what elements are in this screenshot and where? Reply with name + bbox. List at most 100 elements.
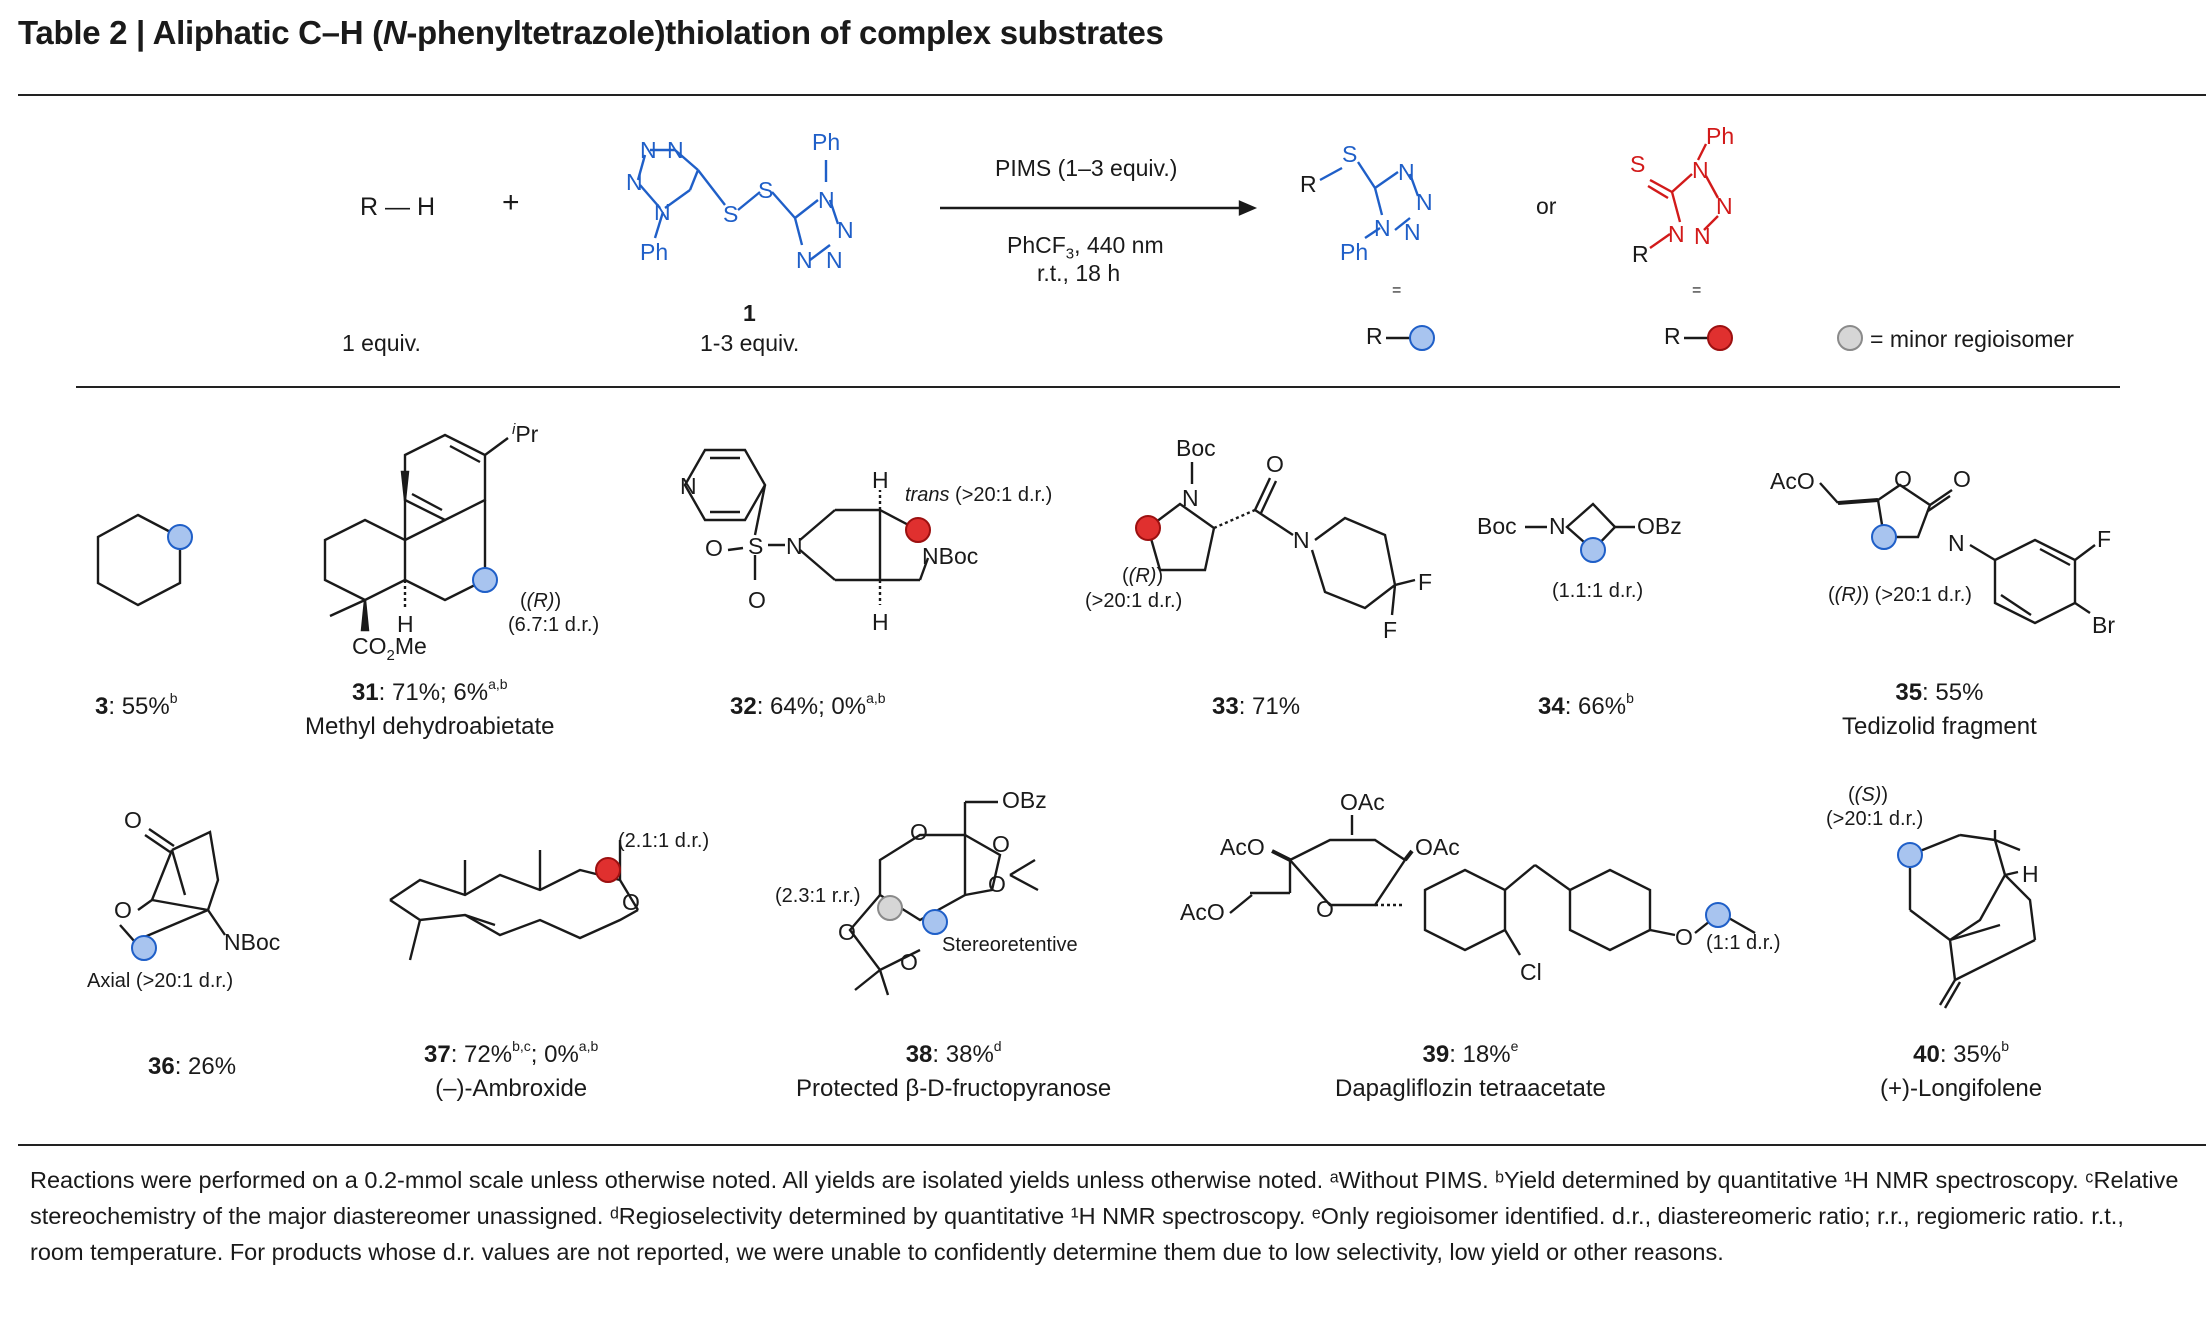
structure-31: iPr H CO2Me: [323, 421, 539, 664]
svg-text:O: O: [992, 831, 1010, 857]
annotation-40-s: ((S)): [1848, 784, 1889, 806]
annotation-32: trans (>20:1 d.r.): [905, 484, 1053, 506]
r-blue-dot-legend: R: [1366, 323, 1435, 351]
svg-text:R: R: [1664, 323, 1681, 349]
svg-text:R: R: [1366, 323, 1383, 349]
condition-solvent: PhCF3, 440 nm: [1007, 232, 1164, 263]
svg-text:OBz: OBz: [1002, 787, 1047, 813]
product-thioether-structure: R S N N N N Ph: [1300, 141, 1433, 265]
svg-text:N: N: [667, 137, 684, 163]
equals-mark-blue: =: [1392, 282, 1402, 299]
svg-text:O: O: [124, 807, 142, 833]
svg-text:OBz: OBz: [1637, 513, 1682, 539]
svg-text:S: S: [723, 201, 738, 227]
entry-35-name: Tedizolid fragment: [1842, 713, 2037, 740]
svg-text:N: N: [1668, 221, 1685, 247]
svg-text:N: N: [1182, 485, 1199, 511]
entry-33-caption: 33: 71%: [1212, 693, 1301, 720]
svg-text:O: O: [988, 871, 1006, 897]
svg-text:O: O: [1894, 466, 1912, 492]
svg-text:R: R: [1632, 241, 1649, 267]
svg-text:O: O: [1675, 924, 1693, 950]
entry-32-caption: 32: 64%; 0%a,b: [730, 690, 886, 720]
structure-38: OBz O O O O O: [838, 787, 1047, 996]
svg-text:Br: Br: [2092, 612, 2115, 638]
svg-text:N: N: [826, 247, 843, 273]
svg-text:N: N: [1692, 157, 1709, 183]
plus-sign: +: [502, 186, 520, 219]
annotation-36: Axial (>20:1 d.r.): [87, 970, 234, 992]
svg-text:N: N: [1398, 159, 1415, 185]
svg-text:R: R: [1300, 171, 1317, 197]
svg-text:O: O: [705, 535, 723, 561]
svg-text:N: N: [1404, 219, 1421, 245]
annotation-34: (1.1:1 d.r.): [1552, 580, 1644, 602]
svg-text:AcO: AcO: [1220, 834, 1265, 860]
svg-text:Cl: Cl: [1520, 959, 1542, 985]
svg-text:Boc: Boc: [1176, 435, 1216, 461]
entry-36-caption: 36: 26%: [148, 1053, 237, 1080]
svg-text:N: N: [837, 217, 854, 243]
svg-text:S: S: [1630, 151, 1645, 177]
structure-35: AcO O O N F Br: [1770, 466, 2115, 638]
entry-37-name: (–)-Ambroxide: [435, 1075, 588, 1102]
annotation-38-stereo: Stereoretentive: [942, 934, 1078, 956]
annotation-37: (2.1:1 d.r.): [618, 830, 710, 852]
entry-40-caption: 40: 35%b(+)-Longifolene: [1880, 1038, 2043, 1102]
entry-38-name: Protected β-D-fructopyranose: [796, 1075, 1112, 1102]
annotation-33-r: ((R)): [1122, 565, 1164, 587]
annotation-38-rr: (2.3:1 r.r.): [775, 885, 861, 907]
svg-text:N: N: [1549, 513, 1566, 539]
table-footnote: Reactions were performed on a 0.2-mmol s…: [30, 1167, 2179, 1265]
product-thione-structure: S N Ph N N N R: [1630, 123, 1734, 267]
svg-text:AcO: AcO: [1180, 899, 1225, 925]
svg-text:F: F: [2097, 526, 2111, 552]
svg-text:S: S: [758, 177, 773, 203]
svg-text:O: O: [1316, 896, 1334, 922]
svg-text:N: N: [626, 169, 643, 195]
svg-text:O: O: [1266, 451, 1284, 477]
svg-text:O: O: [900, 949, 918, 975]
svg-text:Ph: Ph: [1706, 123, 1734, 149]
annotation-31-r: ((R)): [520, 590, 562, 612]
svg-text:OAc: OAc: [1340, 789, 1385, 815]
ipr-label: iPr: [512, 421, 539, 447]
svg-text:O: O: [622, 889, 640, 915]
svg-text:O: O: [1953, 466, 1971, 492]
scheme-rule: [76, 386, 2120, 388]
entry-31-name: Methyl dehydroabietate: [305, 713, 555, 740]
or-label: or: [1536, 193, 1557, 219]
tetrazole-n-label: N: [640, 137, 657, 163]
structure-39: OAc AcO OAc O AcO Cl O: [1180, 789, 1756, 985]
annotation-39: (1:1 d.r.): [1706, 932, 1781, 954]
svg-text:N: N: [1948, 530, 1965, 556]
svg-text:Ph: Ph: [812, 129, 840, 155]
svg-text:S: S: [1342, 141, 1357, 167]
svg-text:Ph: Ph: [1340, 239, 1368, 265]
bottom-rule: [18, 1144, 2206, 1146]
annotation-33-dr: (>20:1 d.r.): [1085, 590, 1183, 612]
svg-text:AcO: AcO: [1770, 468, 1815, 494]
entry-40-name: (+)-Longifolene: [1880, 1075, 2043, 1102]
entry-34-caption: 34: 66%b: [1538, 690, 1634, 720]
svg-text:H: H: [872, 609, 889, 635]
annotation-35: ((R)) (>20:1 d.r.): [1828, 584, 1972, 606]
svg-text:H: H: [397, 611, 414, 637]
rh-equiv: 1 equiv.: [342, 330, 421, 356]
svg-text:S: S: [748, 533, 763, 559]
entry-3-caption: 3: 55%b: [95, 690, 178, 720]
svg-text:N: N: [1694, 223, 1711, 249]
svg-text:OAc: OAc: [1415, 834, 1460, 860]
rh-substrate: R — H: [360, 193, 435, 221]
minor-regioisomer-label: = minor regioisomer: [1870, 326, 2074, 352]
svg-text:N: N: [1416, 189, 1433, 215]
reagent-disulfide-structure: N N N N Ph S S N N N N Ph: [626, 129, 854, 273]
entry-39-name: Dapagliflozin tetraacetate: [1335, 1075, 1606, 1102]
svg-text:Ph: Ph: [640, 239, 668, 265]
svg-text:O: O: [748, 587, 766, 613]
svg-text:O: O: [114, 897, 132, 923]
svg-text:O: O: [838, 919, 856, 945]
